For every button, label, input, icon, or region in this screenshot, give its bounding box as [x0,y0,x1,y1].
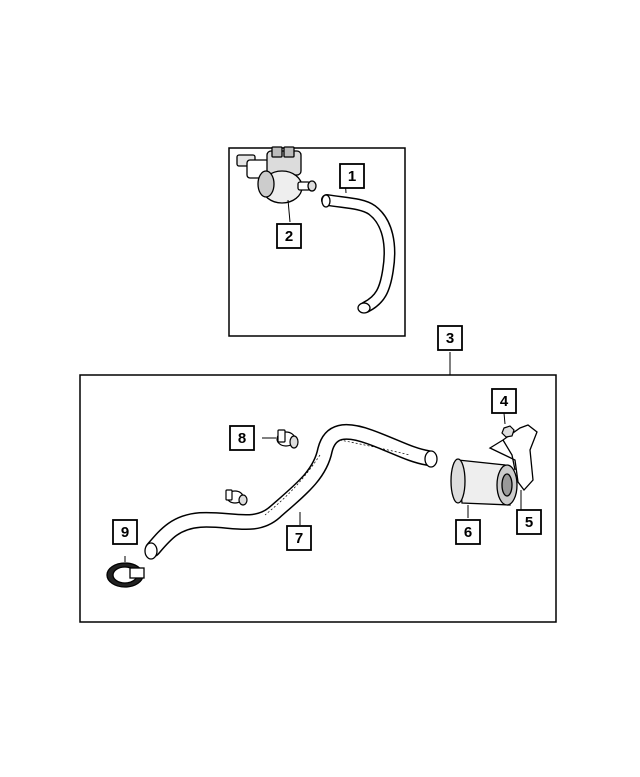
callout-4-label: 4 [500,393,509,410]
hose-clamp [106,556,145,588]
callout-5-label: 5 [525,514,533,531]
hex-nut [501,412,515,438]
callout-3: 3 [437,325,463,351]
canister-bracket [488,424,538,510]
main-vapor-hose [144,423,438,560]
lower-assembly-frame [79,374,557,623]
callout-7-label: 7 [295,530,303,547]
callout-9-label: 9 [121,524,129,541]
callout-8-label: 8 [238,430,246,447]
vacuum-hose [321,177,396,314]
callout-9: 9 [112,519,138,545]
callout-5: 5 [516,509,542,535]
purge-valve [236,146,317,223]
callout-2-label: 2 [285,228,293,245]
callout-1: 1 [339,163,365,189]
hose-clip [262,429,299,449]
callout-3-label: 3 [446,330,454,347]
callout-6-label: 6 [464,524,472,541]
callout-8: 8 [229,425,255,451]
callout-2: 2 [276,223,302,249]
callout-6: 6 [455,519,481,545]
push-pin-retainer [225,489,248,506]
callout-4: 4 [491,388,517,414]
callout-7: 7 [286,525,312,551]
vapor-canister [450,458,518,518]
upper-inset-frame [228,147,406,337]
callout-1-label: 1 [348,168,356,185]
